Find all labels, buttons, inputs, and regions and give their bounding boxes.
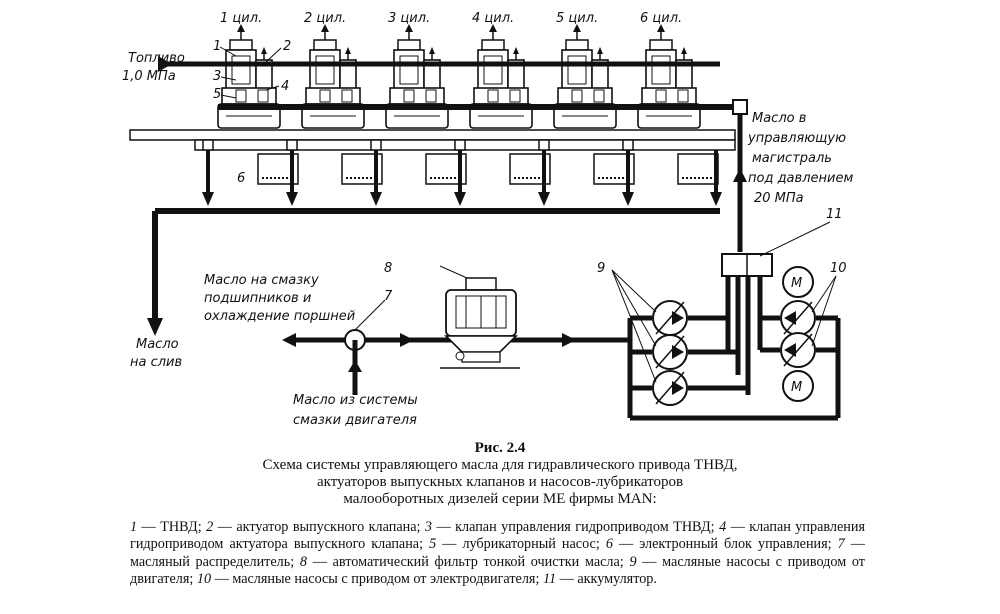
callout-5: 5 (213, 87, 221, 102)
callout-1: 1 (213, 39, 221, 54)
electric-pump-2 (780, 332, 816, 368)
callout-8: 8 (384, 261, 392, 276)
bearings-label-2: подшипников и (204, 291, 311, 306)
engine-pump-3 (652, 370, 688, 406)
figure-caption: Рис. 2.4 Схема системы управляющего масл… (0, 440, 1000, 508)
motor-symbol: М (791, 276, 802, 291)
cylinder-labels: 1 цил. 2 цил. 3 цил. 4 цил. 5 цил. 6 цил. (220, 11, 682, 26)
control-oil-label-1: Масло в (752, 111, 806, 126)
cylinder-unit-5 (553, 24, 617, 129)
control-oil-line (218, 99, 748, 252)
callout-7: 7 (384, 289, 393, 304)
legend-number-8: 8 (299, 553, 307, 570)
engine-pump-2 (652, 334, 688, 370)
fuel-label-1: Топливо (128, 51, 185, 66)
electronic-control-units (202, 139, 722, 206)
motor-symbol: М (791, 380, 802, 395)
bearings-label-3: охлаждение поршней (204, 309, 355, 324)
bearings-label-1: Масло на смазку (204, 273, 319, 288)
legend-text-1: — ТНВД; (137, 519, 207, 535)
fuel-label-2: 1,0 МПа (122, 69, 176, 84)
frame-rails (129, 129, 736, 151)
callout-2: 2 (283, 39, 291, 54)
engine-oil-label-2: смазки двигателя (293, 413, 417, 428)
callout-3: 3 (213, 69, 221, 84)
cylinder-unit-2 (301, 24, 365, 129)
cylinder-label-4: 4 цил. (472, 11, 514, 26)
legend-text-4: — клапан управления гидроприводом актуат… (130, 519, 865, 553)
auto-fine-filter: 8 (384, 261, 520, 369)
control-oil-label-2: управляющую (747, 131, 846, 146)
engine-oil-label-1: Масло из системы (293, 393, 418, 408)
legend-number-10: 10 (196, 570, 212, 587)
cylinder-label-3: 3 цил. (388, 11, 430, 26)
control-oil-label-5: 20 МПа (754, 191, 804, 206)
callout-9: 9 (597, 261, 605, 276)
drain-label-2: на слив (130, 355, 182, 370)
control-oil-label-3: магистраль (752, 151, 832, 166)
callout-10: 10 (830, 261, 847, 276)
legend-number-2: 2 (206, 519, 214, 535)
fuel-line: Топливо 1,0 МПа (122, 51, 720, 84)
legend-number-3: 3 (424, 519, 433, 535)
oil-system-diagram: 1 цил. 2 цил. 3 цил. 4 цил. 5 цил. 6 цил. Топ… (122, 11, 853, 428)
cylinder-unit-1 (217, 24, 281, 129)
legend-text-8: — автоматический фильтр тонкой очистки м… (306, 553, 630, 570)
callout-4: 4 (281, 79, 289, 94)
unit-callouts: 1 2 3 4 5 6 (213, 39, 291, 186)
legend-text-5: — лубрикаторный насос; (436, 536, 606, 553)
legend-number-5: 5 (429, 536, 437, 553)
legend-number-9: 9 (629, 553, 637, 570)
legend-text-2: — актуатор выпускного клапана; (213, 519, 425, 535)
legend-number-11: 11 (542, 570, 557, 587)
callout-11: 11 (826, 207, 843, 222)
electric-motor-1: М (782, 266, 814, 298)
legend-text-3: — клапан управления гидроприводом ТНВД; (432, 519, 720, 535)
legend-number-4: 4 (719, 519, 727, 535)
engine-pump-1 (652, 300, 688, 336)
caption-title-line-2: актуаторов выпускных клапанов и насосов-… (316, 474, 684, 490)
caption-title-line-3: малооборотных дизелей серии МЕ фирмы MAN… (343, 491, 657, 507)
figure-number: Рис. 2.4 (474, 440, 526, 456)
control-oil-label-4: под давлением (748, 171, 853, 186)
pump-section: 11 9 ММ 10 (597, 207, 847, 421)
electric-pumps: ММ (780, 266, 816, 402)
electric-motor-2: М (782, 370, 814, 402)
figure-legend: 1 — ТНВД; 2 — актуатор выпускного клапан… (130, 519, 865, 588)
legend-text-7: — масляный распределитель; (130, 536, 865, 570)
cylinder-label-1: 1 цил. (220, 11, 262, 26)
lube-oil-line: 7 Масло на смазку подшипников и охлажден… (204, 273, 630, 428)
legend-text-6: — электронный блок управления; (612, 536, 838, 553)
legend-number-1: 1 (130, 519, 138, 535)
drain-line: Масло на слив (130, 208, 720, 370)
legend-text-11: — аккумулятор. (556, 570, 657, 587)
ecu-6 (622, 139, 719, 206)
legend-text-9: — масляные насосы с приводом от двигател… (130, 553, 865, 587)
control-oil-label: Масло в управляющую магистраль под давле… (747, 111, 853, 206)
electric-pump-1 (780, 300, 816, 336)
legend-number-6: 6 (605, 536, 613, 553)
cylinder-unit-4 (469, 24, 533, 129)
drain-label-1: Масло (136, 337, 179, 352)
callout-6: 6 (237, 171, 245, 186)
legend-number-7: 7 (837, 536, 845, 553)
cylinder-unit-3 (385, 24, 449, 129)
engine-driven-pumps (652, 300, 688, 406)
cylinder-label-2: 2 цил. (304, 11, 346, 26)
cylinder-label-5: 5 цил. (556, 11, 598, 26)
cylinder-label-6: 6 цил. (640, 11, 682, 26)
legend-text-10: — масляные насосы с приводом от электрод… (211, 570, 543, 587)
caption-title-line-1: Схема системы управляющего масла для гид… (262, 457, 738, 473)
cylinder-unit-6 (637, 24, 701, 129)
drain-drop-end (710, 150, 722, 206)
